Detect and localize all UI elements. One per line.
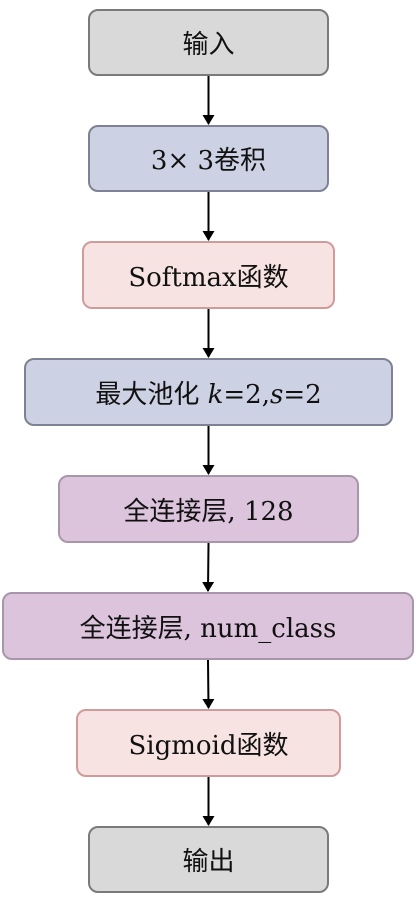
max-pool-s-value: =2 [283,379,322,410]
conv-3x3-node-label: 3× 3卷积 [150,146,267,176]
softmax-node: Softmax函数 [82,241,335,309]
fc-128-node: 全连接层, 128 [58,475,359,543]
fc-num-class-node: 全连接层, num_class [2,592,414,660]
max-pool-k-value: =2, [223,379,270,410]
sigmoid-node-label: Sigmoid函数 [128,730,289,761]
conv-3x3-node: 3× 3卷积 [88,125,329,192]
fc-num-class-node-label: 全连接层, num_class [79,613,337,644]
arrow-n6-to-n7 [202,659,215,709]
input-node-label: 输入 [182,30,235,60]
max-pool-k-symbol: k [207,379,224,410]
arrow-n5-to-n6 [202,542,215,592]
input-node: 输入 [88,9,329,76]
max-pool-s-symbol: s [269,379,284,410]
fc-128-node-label: 全连接层, 128 [123,496,294,527]
output-node-label: 输出 [182,847,235,877]
softmax-node-label: Softmax函数 [128,262,289,293]
output-node: 输出 [88,826,329,893]
max-pool-node-label: 最大池化 k=2,s=2 [95,374,321,411]
max-pool-node: 最大池化 k=2,s=2 [24,358,393,426]
max-pool-prefix: 最大池化 [95,379,208,410]
sigmoid-node: Sigmoid函数 [76,709,341,777]
